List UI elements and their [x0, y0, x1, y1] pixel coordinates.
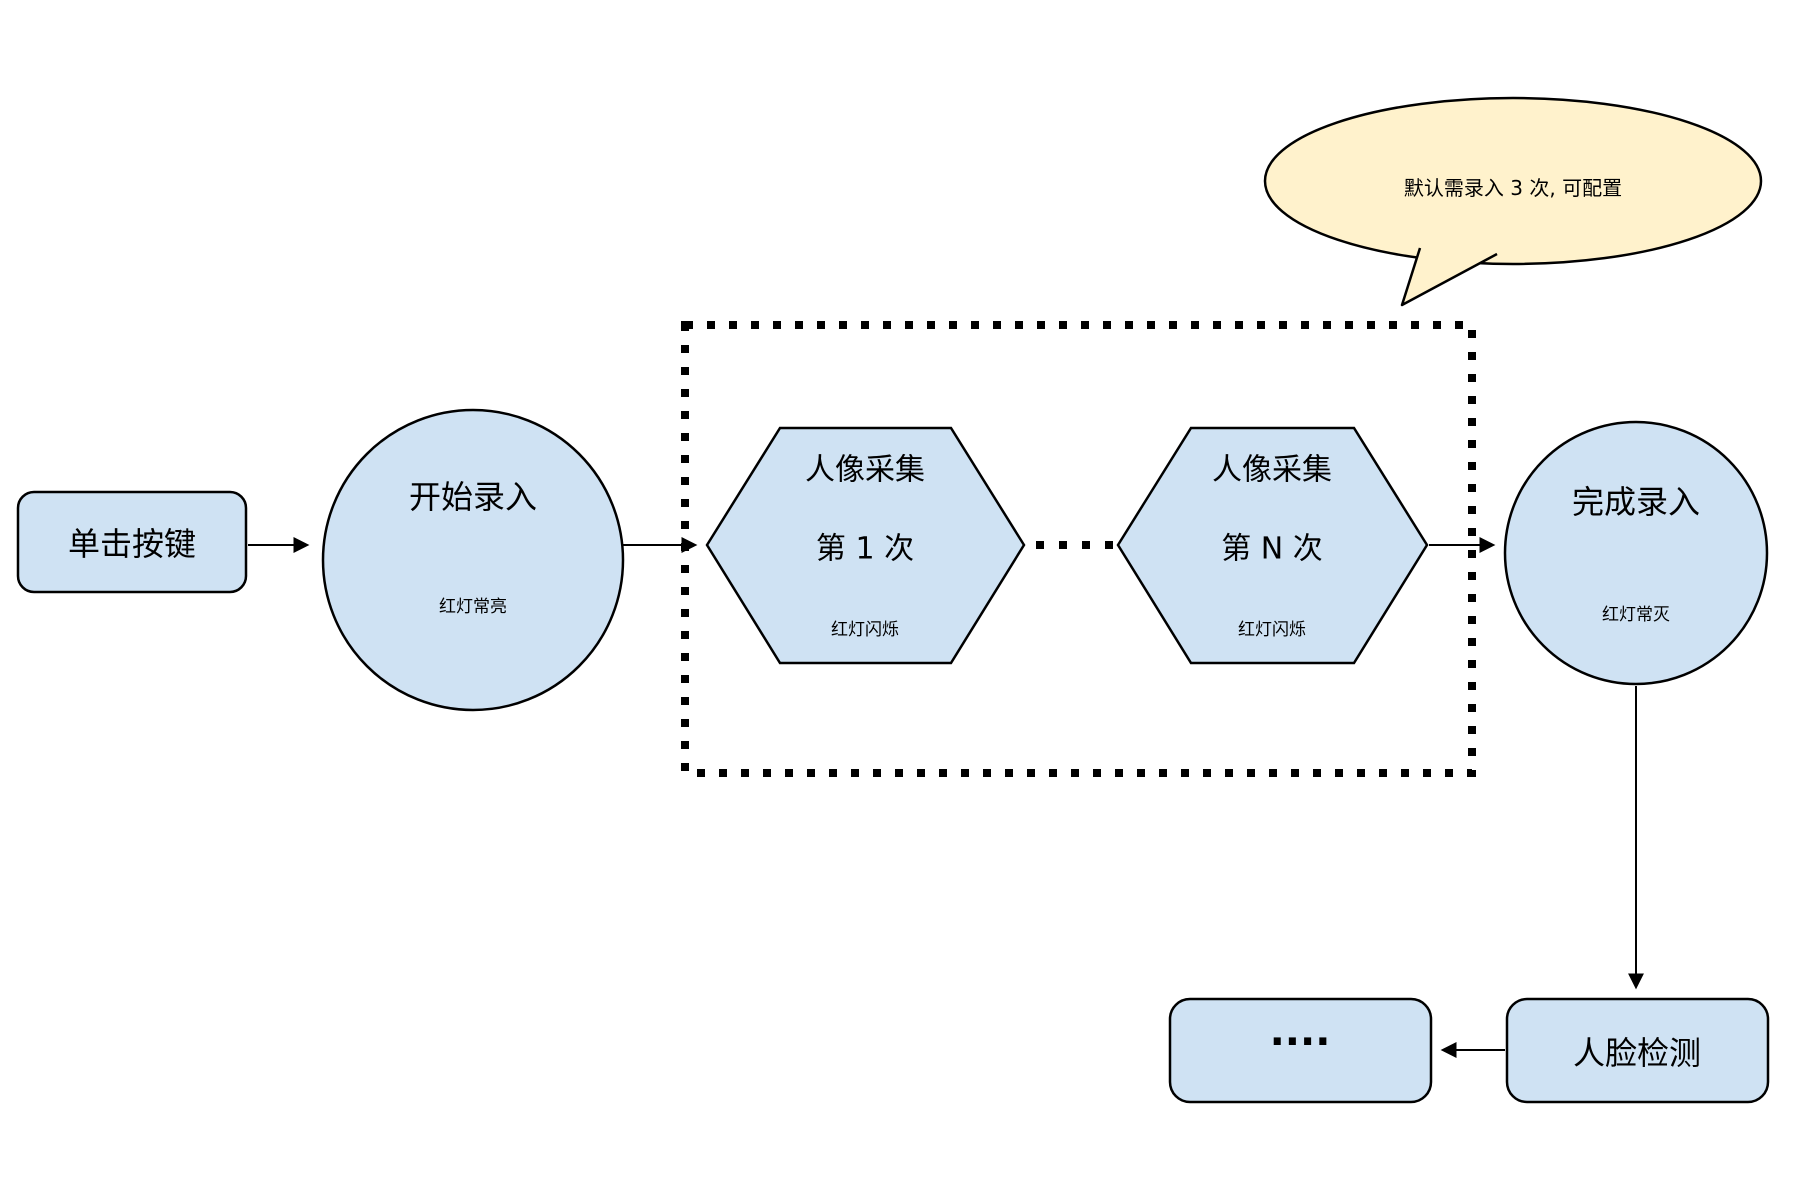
more-steps-box	[1168, 997, 1433, 1104]
capture-first-count: 第 1 次	[816, 532, 914, 567]
start-record-circle	[321, 408, 625, 712]
capture-nth-hexagon	[1116, 426, 1429, 665]
callout-bubble-ellipse	[1263, 96, 1763, 266]
callout-bubble-tail-icon	[1400, 247, 1498, 307]
start-button-label: 单击按键	[68, 525, 196, 563]
more-steps-label: ....	[1270, 1009, 1331, 1055]
capture-nth-count: 第 N 次	[1221, 532, 1323, 567]
face-detection-label: 人脸检测	[1573, 1034, 1701, 1072]
callout-bubble: 默认需录入 3 次, 可配置	[1263, 96, 1763, 307]
node-face-detection: 人脸检测	[1505, 997, 1770, 1104]
face-detection-box	[1505, 997, 1770, 1104]
capture-first-subtitle: 红灯闪烁	[831, 620, 899, 640]
node-capture-nth: 人像采集 第 N 次 红灯闪烁	[1116, 426, 1429, 665]
node-capture-first: 人像采集 第 1 次 红灯闪烁	[705, 426, 1026, 665]
complete-record-subtitle: 红灯常灭	[1602, 605, 1670, 625]
node-start-button: 单击按键	[16, 490, 248, 594]
node-more-steps: ....	[1168, 997, 1433, 1104]
node-start-record: 开始录入 红灯常亮	[321, 408, 625, 712]
start-record-subtitle: 红灯常亮	[439, 597, 507, 617]
repeat-dots	[1036, 541, 1113, 549]
capture-nth-subtitle: 红灯闪烁	[1238, 620, 1306, 640]
capture-first-title: 人像采集	[805, 453, 925, 488]
start-button-box	[16, 490, 248, 594]
capture-nth-title: 人像采集	[1212, 453, 1332, 488]
capture-first-hexagon	[705, 426, 1026, 665]
callout-text: 默认需录入 3 次, 可配置	[1404, 176, 1622, 200]
complete-record-circle	[1503, 420, 1769, 686]
complete-record-title: 完成录入	[1572, 483, 1700, 521]
start-record-title: 开始录入	[409, 478, 537, 516]
node-complete-record: 完成录入 红灯常灭	[1503, 420, 1769, 686]
